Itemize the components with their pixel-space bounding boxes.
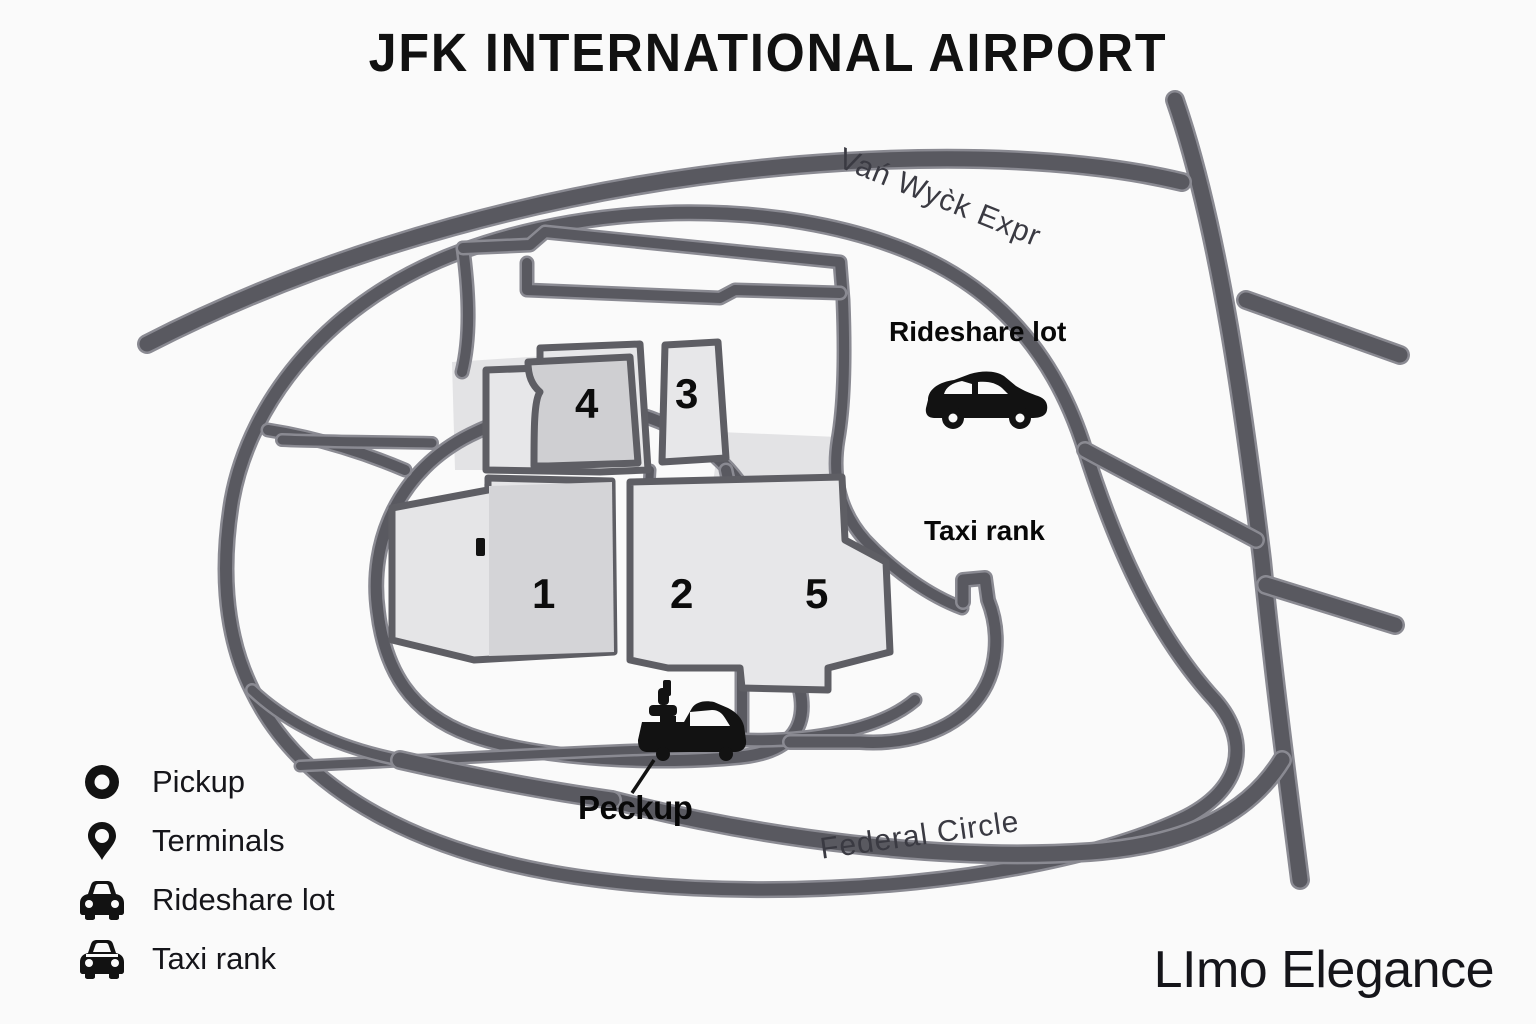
- terminal-number-3: 3: [675, 370, 699, 417]
- car-side-icon: [925, 371, 1048, 429]
- map-label-rideshare-lot: Rideshare lot: [889, 316, 1067, 347]
- legend-label-taxi-rank: Taxi rank: [152, 940, 277, 976]
- legend-item-pickup[interactable]: Pickup: [74, 752, 335, 811]
- legend-label-pickup: Pickup: [152, 763, 246, 799]
- legend-item-rideshare-lot[interactable]: Rideshare lot: [74, 870, 335, 929]
- map-label-peckup: Peckup: [578, 789, 693, 826]
- legend-label-rideshare-lot: Rideshare lot: [152, 881, 335, 917]
- terminal-number-1: 1: [532, 570, 556, 617]
- map-pin-icon: [74, 820, 130, 862]
- brand-wordmark: LImo Elegance: [1153, 941, 1495, 999]
- car-front-icon: [74, 880, 130, 920]
- map-label-taxi-rank: Taxi rank: [924, 515, 1045, 546]
- page-title: JFK INTERNATIONAL AIRPORT: [368, 23, 1168, 83]
- peckup-leader-line: [630, 759, 656, 794]
- road-network: [137, 90, 1410, 899]
- terminal-block-4-inner: [524, 353, 642, 470]
- terminal-number-4: 4: [575, 380, 599, 427]
- terminal-buildings: [388, 338, 894, 694]
- legend-item-terminals[interactable]: Terminals: [74, 811, 335, 870]
- legend-item-taxi-rank[interactable]: Taxi rank: [74, 929, 335, 988]
- pickup-ring-icon: [74, 762, 130, 802]
- pickup-truck-icon: [638, 688, 747, 761]
- terminal-block-3: [658, 338, 730, 466]
- terminal-number-2: 2: [670, 570, 694, 617]
- terminal-number-5: 5: [805, 570, 829, 617]
- terminal-block-1-fill: [489, 482, 614, 656]
- terminal-block-2-5: [626, 473, 894, 694]
- car-front-icon: [74, 939, 130, 979]
- legend-label-terminals: Terminals: [152, 822, 285, 858]
- map-legend: Pickup Terminals Rideshare lot: [74, 752, 335, 988]
